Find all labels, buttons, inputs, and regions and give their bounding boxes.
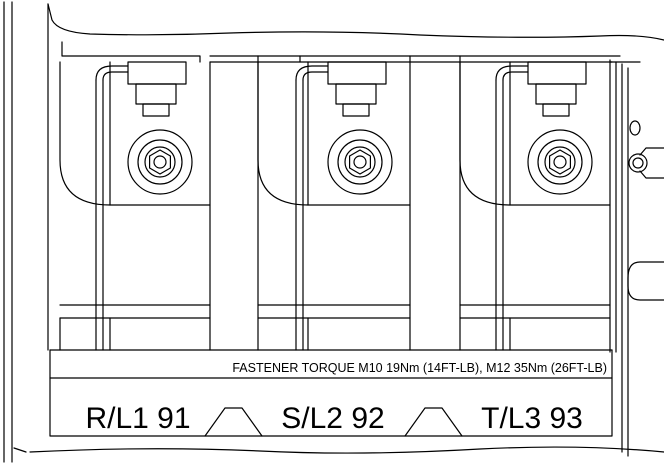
dividers xyxy=(209,61,461,351)
top-bracket xyxy=(61,41,621,63)
torque-note: FASTENER TORQUE M10 19Nm (14FT-LB), M12 … xyxy=(232,361,607,375)
terminal-3-lug xyxy=(459,61,611,351)
terminal-label-t: T/L3 93 xyxy=(481,402,583,435)
label-plate xyxy=(49,349,613,437)
side-hardware xyxy=(609,61,664,301)
enclosure-outline xyxy=(3,1,664,463)
terminal-2-lug xyxy=(257,61,411,351)
terminal-1-lug xyxy=(59,61,211,351)
terminal-label-s: S/L2 92 xyxy=(281,402,384,435)
terminal-label-r: R/L1 91 xyxy=(85,402,190,435)
